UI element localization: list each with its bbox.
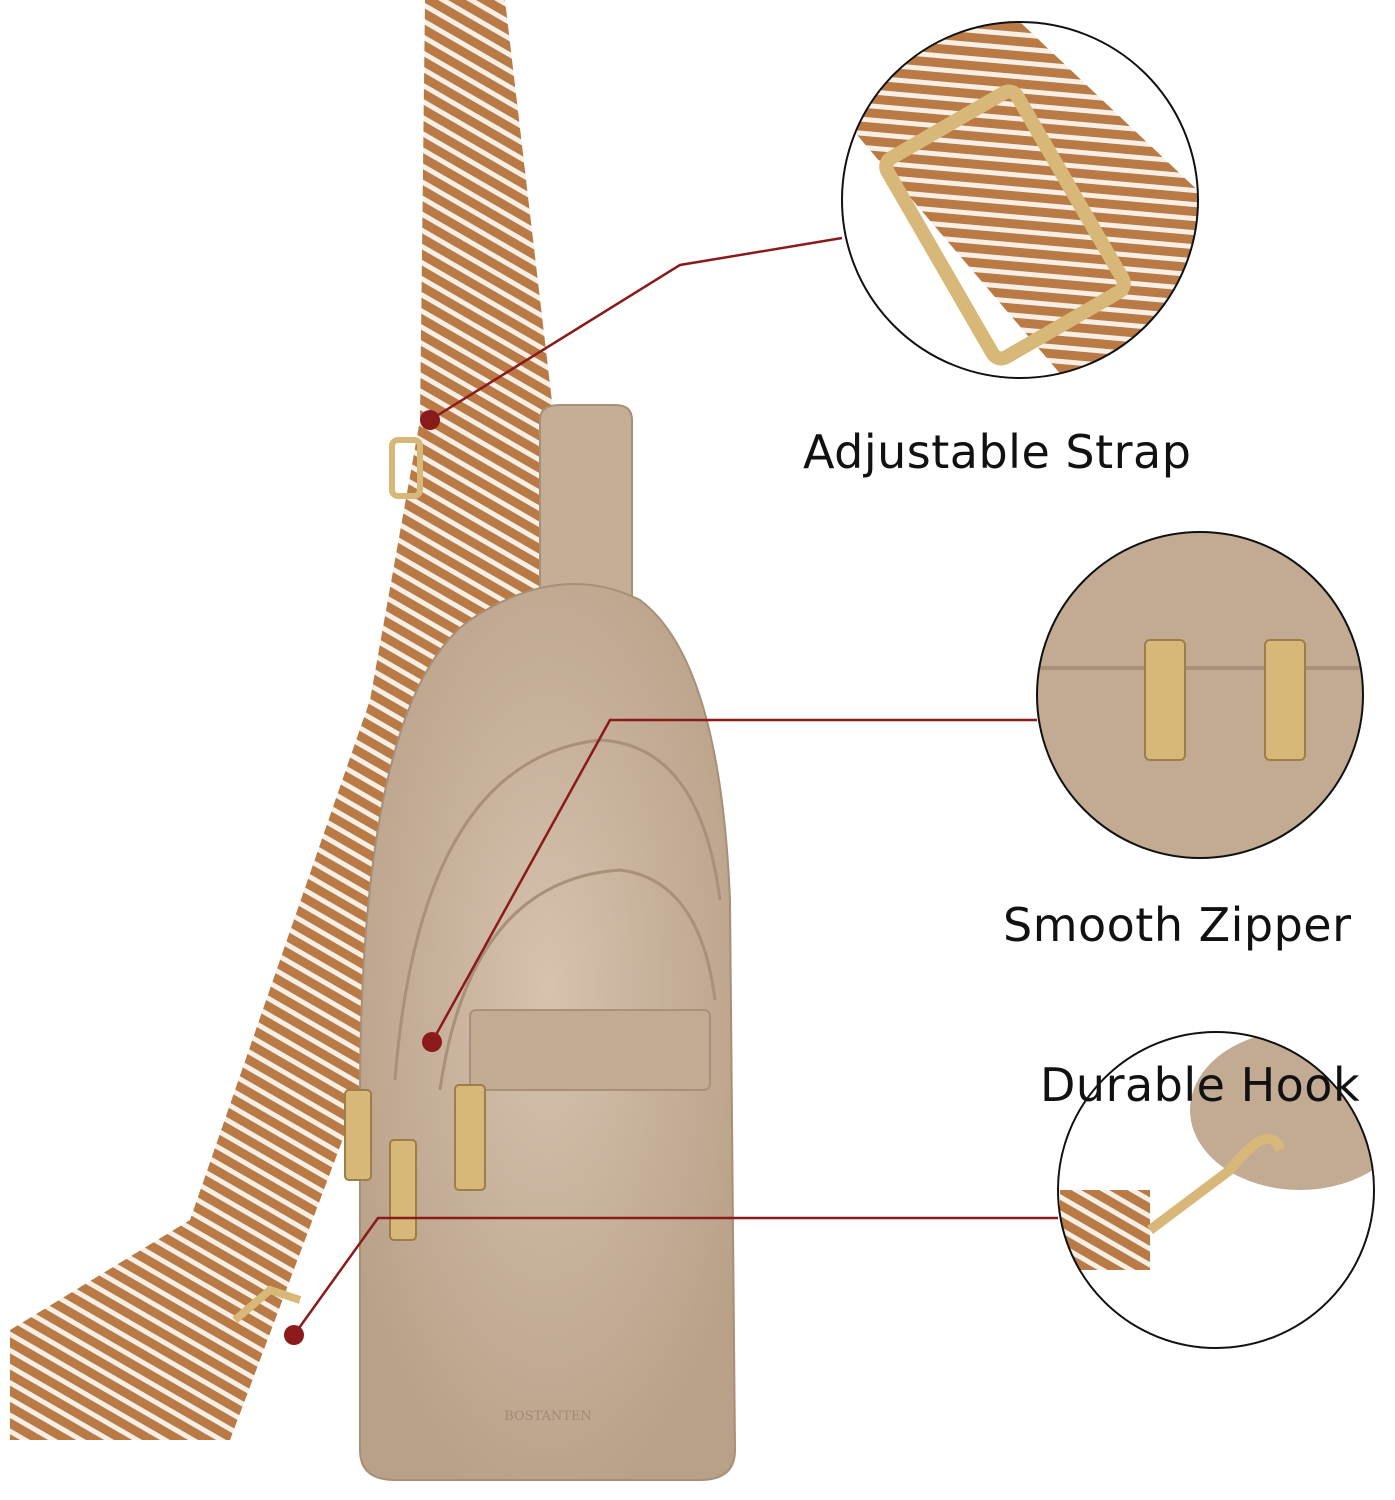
brand-emboss: BOSTANTEN [504,1409,592,1424]
detail-zipper [1036,531,1364,859]
callout-lines [292,236,1058,1336]
sling-bag: BOSTANTEN [232,404,737,1481]
feature-label-strap: Adjustable Strap [803,425,1192,479]
feature-label-hook: Durable Hook [1040,1058,1361,1112]
callout-dot-zipper [422,1032,442,1052]
detail-strap [841,21,1199,379]
feature-label-zipper: Smooth Zipper [1003,898,1352,952]
zipper-pulls [344,1084,486,1241]
strap-buckle [389,437,423,499]
shoulder-strap [10,0,560,1440]
callout-dot-strap [420,410,440,430]
hook [232,1285,302,1324]
callout-dot-hook [284,1325,304,1345]
